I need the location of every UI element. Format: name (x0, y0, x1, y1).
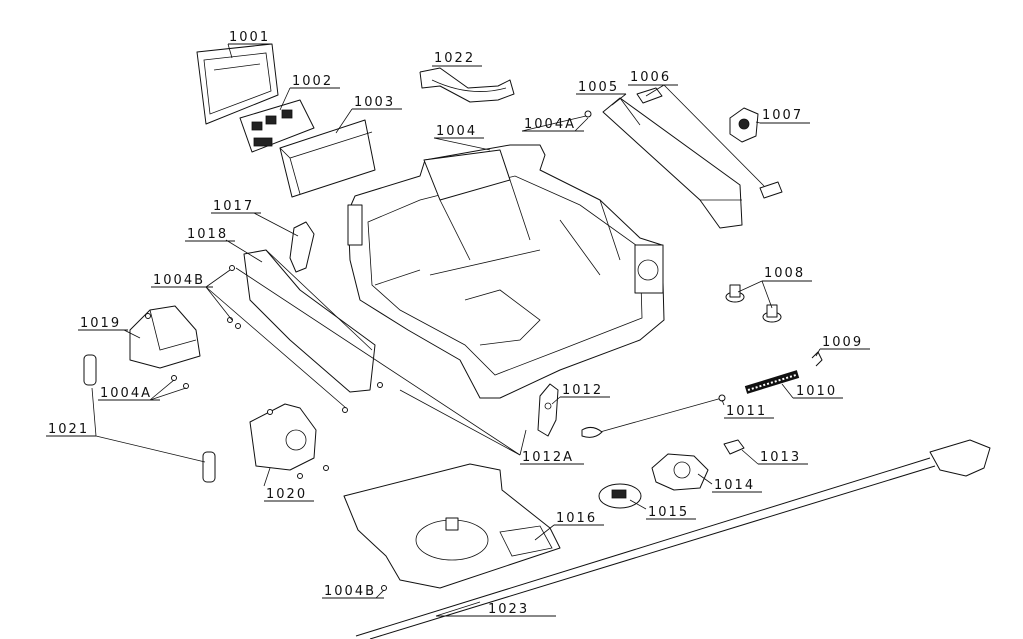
label-1011: 1011 (724, 404, 774, 419)
label-1007: 1007 (760, 108, 810, 124)
label-1010: 1010 (793, 384, 843, 399)
svg-text:1004B: 1004B (153, 273, 205, 288)
part-1015-disc (598, 483, 642, 509)
part-1008-feet (725, 284, 782, 323)
svg-text:1010: 1010 (796, 384, 837, 399)
label-1008: 1008 (762, 266, 812, 282)
svg-text:1007: 1007 (762, 108, 803, 123)
part-1018-side-panel (243, 249, 376, 393)
label-1015: 1015 (646, 505, 696, 520)
part-1004A-screw-top (584, 110, 592, 118)
part-1003-cover (279, 119, 376, 198)
label-1019: 1019 (78, 316, 128, 331)
part-1006-clips (636, 87, 783, 199)
svg-text:1022: 1022 (434, 51, 475, 66)
part-1014-pump (651, 453, 709, 491)
svg-text:1009: 1009 (822, 335, 863, 350)
leader-lines (91, 43, 821, 617)
svg-text:1014: 1014 (714, 478, 755, 493)
part-1012-lever (537, 383, 559, 437)
label-1017: 1017 (211, 199, 261, 214)
part-1023-hose (355, 439, 991, 639)
label-1001: 1001 (228, 30, 272, 45)
label-1021: 1021 (46, 422, 96, 437)
svg-text:1012: 1012 (562, 383, 603, 398)
part-1005-side-channel (602, 97, 743, 229)
part-1009-clip (811, 351, 823, 367)
svg-text:1020: 1020 (266, 487, 307, 502)
part-1019-bracket (129, 305, 201, 369)
part-1016-base-plate (343, 463, 561, 589)
label-1005: 1005 (576, 80, 626, 95)
part-1011-cable (581, 394, 726, 438)
label-1002: 1002 (290, 74, 340, 89)
svg-text:1002: 1002 (292, 74, 333, 89)
svg-text:1013: 1013 (760, 450, 801, 465)
svg-text:1012A: 1012A (522, 450, 574, 465)
label-1004B-bottom: 1004B (322, 584, 384, 599)
label-1014: 1014 (712, 478, 762, 493)
svg-text:1004: 1004 (436, 124, 477, 139)
label-1022: 1022 (432, 51, 482, 67)
label-1023: 1023 (436, 602, 556, 617)
label-1020: 1020 (264, 487, 314, 502)
svg-text:1004A: 1004A (524, 117, 576, 132)
label-1009: 1009 (820, 335, 870, 350)
label-1003: 1003 (352, 95, 402, 110)
label-1004A-left: 1004A (98, 386, 160, 401)
label-1006: 1006 (628, 70, 678, 86)
label-1012A: 1012A (520, 450, 584, 465)
part-1022-bracket (419, 67, 515, 103)
svg-text:1011: 1011 (726, 404, 767, 419)
part-1007-sensor (729, 107, 759, 143)
part-1020-bracket (249, 403, 317, 471)
part-1004B-screws (145, 265, 387, 591)
label-1016: 1016 (554, 511, 604, 526)
part-1017-bracket (289, 221, 315, 273)
svg-text:1019: 1019 (80, 316, 121, 331)
svg-text:1008: 1008 (764, 266, 805, 281)
svg-text:1016: 1016 (556, 511, 597, 526)
label-1018: 1018 (185, 227, 235, 242)
svg-text:1005: 1005 (578, 80, 619, 95)
part-1001-control-panel (196, 43, 279, 125)
label-1004A-top: 1004A (522, 117, 584, 132)
part-1013-clip (723, 439, 745, 455)
part-1002-circuit-board (239, 99, 315, 153)
svg-text:1015: 1015 (648, 505, 689, 520)
part-1021-feet (83, 354, 216, 483)
svg-text:1006: 1006 (630, 70, 671, 85)
svg-text:1017: 1017 (213, 199, 254, 214)
svg-text:1001: 1001 (229, 30, 270, 45)
svg-text:1004A: 1004A (100, 386, 152, 401)
part-1004-base-frame (347, 144, 665, 399)
svg-text:1004B: 1004B (324, 584, 376, 599)
svg-text:1003: 1003 (354, 95, 395, 110)
svg-text:1021: 1021 (48, 422, 89, 437)
label-1004B-left: 1004B (151, 273, 213, 288)
svg-text:1023: 1023 (488, 602, 529, 617)
label-1013: 1013 (758, 450, 808, 465)
svg-text:1018: 1018 (187, 227, 228, 242)
label-1004: 1004 (434, 124, 484, 139)
label-1012: 1012 (560, 383, 610, 398)
part-1010-spring (744, 370, 800, 394)
